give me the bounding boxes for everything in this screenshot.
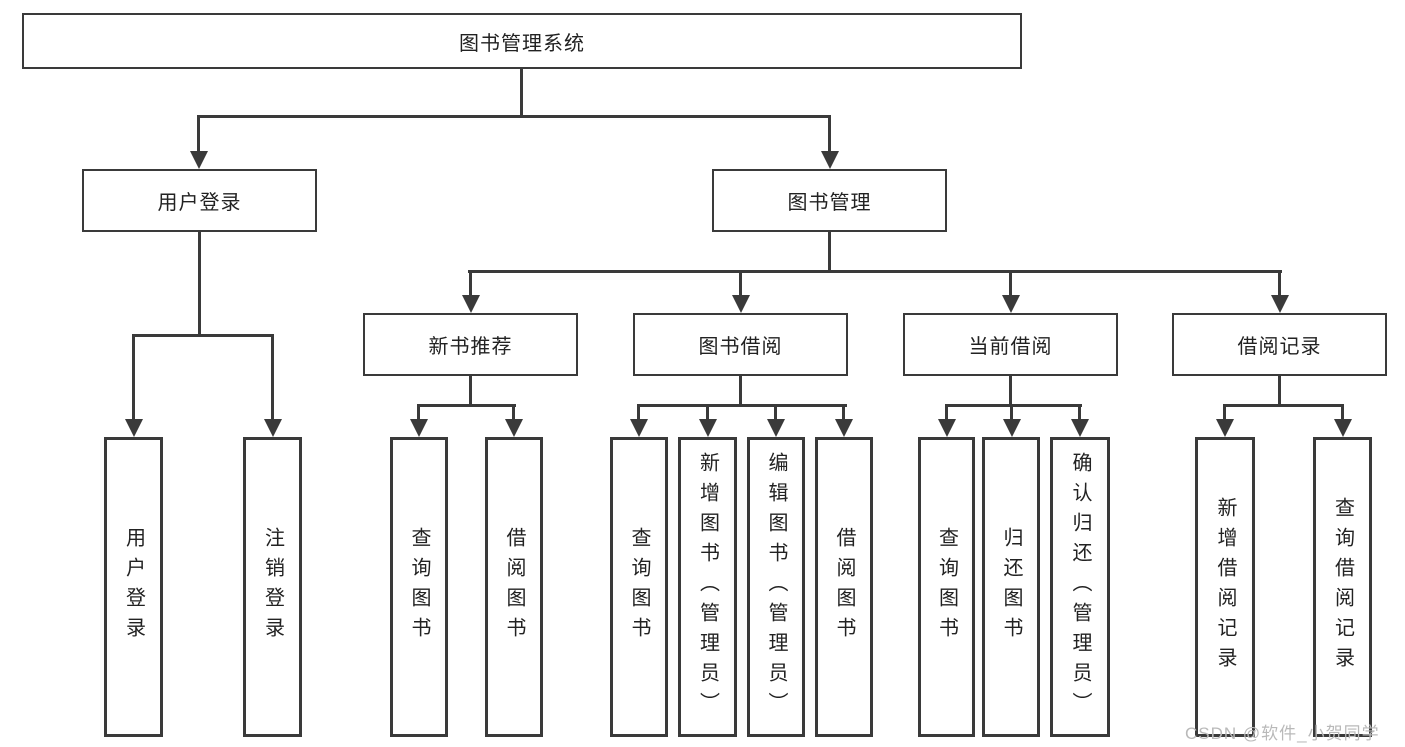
line-v [1278, 376, 1281, 407]
line-v [828, 115, 831, 153]
node-label: 借阅图书 [503, 527, 525, 647]
arrow-down-icon [630, 419, 648, 437]
line-h [197, 115, 831, 118]
line-v [828, 232, 831, 272]
line-h [417, 404, 516, 407]
arrow-down-icon [835, 419, 853, 437]
node-leaf-borrow-books-recommend: 借阅图书 [485, 437, 543, 737]
arrow-down-icon [1216, 419, 1234, 437]
line-v [1078, 404, 1081, 421]
line-h [132, 334, 273, 337]
arrow-down-icon [1271, 295, 1289, 313]
node-book-borrowing: 图书借阅 [633, 313, 848, 376]
line-h [1223, 404, 1344, 407]
line-v [945, 404, 948, 421]
node-label: 查询图书 [628, 527, 650, 647]
node-label: 图书管理 [787, 192, 872, 214]
node-label: 查询借阅记录 [1331, 497, 1354, 677]
line-v [739, 270, 742, 297]
node-label: 借阅图书 [833, 527, 855, 647]
csdn-watermark: CSDN @软件_小贺同学 [1185, 724, 1380, 743]
line-h [468, 270, 1282, 273]
node-book-management-module: 图书管理 [712, 169, 947, 232]
node-label: 确认归还（管理员） [1069, 452, 1091, 722]
arrow-down-icon [410, 419, 428, 437]
node-leaf-query-books-current: 查询图书 [918, 437, 975, 737]
line-v [706, 404, 709, 421]
arrow-down-icon [264, 419, 282, 437]
line-v [1278, 270, 1281, 297]
arrow-down-icon [1002, 295, 1020, 313]
node-label: 查询图书 [935, 527, 958, 647]
node-leaf-query-books-borrowing: 查询图书 [610, 437, 668, 737]
node-borrow-records: 借阅记录 [1172, 313, 1387, 376]
arrow-down-icon [462, 295, 480, 313]
line-h [945, 404, 1082, 407]
line-v [469, 270, 472, 297]
line-v [1341, 404, 1344, 421]
arrow-down-icon [699, 419, 717, 437]
line-v [1223, 404, 1226, 421]
node-user-login-module: 用户登录 [82, 169, 317, 232]
arrow-down-icon [767, 419, 785, 437]
line-v [469, 376, 472, 407]
node-label: 借阅记录 [1237, 336, 1322, 358]
node-leaf-confirm-return-admin: 确认归还（管理员） [1050, 437, 1110, 737]
node-leaf-borrow-books: 借阅图书 [815, 437, 873, 737]
line-v [1009, 376, 1012, 407]
node-library-management-system: 图书管理系统 [22, 13, 1022, 69]
line-v [198, 232, 201, 336]
node-leaf-user-login: 用户登录 [104, 437, 163, 737]
arrow-down-icon [1334, 419, 1352, 437]
arrow-down-icon [505, 419, 523, 437]
node-label: 新书推荐 [428, 336, 513, 358]
node-leaf-logout: 注销登录 [243, 437, 302, 737]
line-v [132, 334, 135, 421]
node-label: 查询图书 [408, 527, 430, 647]
arrow-down-icon [821, 151, 839, 169]
node-label: 图书借阅 [698, 336, 783, 358]
line-v [197, 115, 200, 153]
node-leaf-query-borrow-record: 查询借阅记录 [1313, 437, 1372, 737]
node-label: 图书管理系统 [459, 32, 585, 55]
node-label: 注销登录 [261, 527, 284, 647]
line-h [637, 404, 847, 407]
line-v [1009, 270, 1012, 297]
node-leaf-add-borrow-record: 新增借阅记录 [1195, 437, 1255, 737]
arrow-down-icon [732, 295, 750, 313]
line-v [417, 404, 420, 421]
node-new-book-recommend: 新书推荐 [363, 313, 578, 376]
node-label: 用户登录 [122, 527, 145, 647]
arrow-down-icon [125, 419, 143, 437]
line-v [842, 404, 845, 421]
line-v [774, 404, 777, 421]
node-label: 归还图书 [1000, 527, 1022, 647]
line-v [271, 334, 274, 421]
node-leaf-query-books-recommend: 查询图书 [390, 437, 448, 737]
node-label: 编辑图书（管理员） [765, 452, 787, 722]
line-v [520, 69, 523, 117]
node-leaf-add-books-admin: 新增图书（管理员） [678, 437, 737, 737]
line-v [739, 376, 742, 407]
arrow-down-icon [938, 419, 956, 437]
line-v [637, 404, 640, 421]
line-v [1010, 404, 1013, 421]
node-leaf-return-books: 归还图书 [982, 437, 1040, 737]
node-label: 用户登录 [157, 192, 242, 214]
arrow-down-icon [1003, 419, 1021, 437]
arrow-down-icon [190, 151, 208, 169]
node-label: 新增图书（管理员） [696, 452, 719, 722]
arrow-down-icon [1071, 419, 1089, 437]
line-v [512, 404, 515, 421]
node-current-borrowing: 当前借阅 [903, 313, 1118, 376]
node-label: 新增借阅记录 [1214, 497, 1236, 677]
node-leaf-edit-books-admin: 编辑图书（管理员） [747, 437, 805, 737]
node-label: 当前借阅 [968, 336, 1053, 358]
